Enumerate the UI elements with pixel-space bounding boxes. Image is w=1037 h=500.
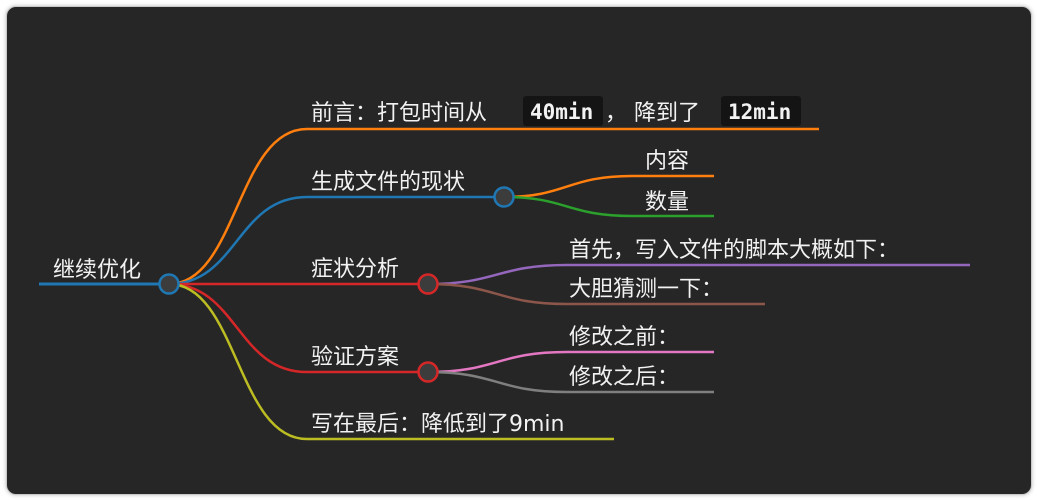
edge-root-final (168, 282, 308, 441)
code-12min: 12min (728, 100, 791, 124)
edge-verify-before (427, 350, 714, 374)
edge-analysis-guess (427, 282, 765, 306)
analysis-node-label[interactable]: 症状分析 (311, 257, 399, 282)
svg-text:前言：打包时间从: 前言：打包时间从 (311, 101, 487, 126)
code-chip-40min (523, 96, 603, 126)
code-40min: 40min (530, 100, 593, 124)
edge-root-intro (168, 127, 308, 286)
mindmap-svg: 继续优化 前言：打包时间从 40min ， 降到了 12min 生成文件的现状 … (39, 96, 970, 441)
code-chip-12min (721, 96, 801, 126)
mindmap-canvas: 继续优化 前言：打包时间从 40min ， 降到了 12min 生成文件的现状 … (6, 6, 1032, 495)
root-collapse-knob[interactable] (158, 273, 180, 295)
verify-node-label[interactable]: 验证方案 (311, 345, 399, 370)
guess-node-label[interactable]: 大胆猜测一下： (569, 277, 723, 302)
status-node-label[interactable]: 生成文件的现状 (311, 170, 465, 195)
before-node-label[interactable]: 修改之前： (569, 325, 679, 350)
edge-root-verify (168, 282, 308, 374)
svg-text:， 降到了: ， 降到了 (605, 101, 700, 126)
after-node-label[interactable]: 修改之后： (569, 365, 679, 390)
edge-status-quantity (503, 195, 714, 218)
content-node-label[interactable]: 内容 (645, 149, 689, 174)
edge-status-content (503, 174, 714, 199)
edge-root-status (168, 195, 308, 286)
analysis-collapse-knob[interactable] (417, 273, 439, 295)
quantity-node-label[interactable]: 数量 (645, 190, 689, 215)
edge-verify-after (427, 370, 714, 394)
root-node-label[interactable]: 继续优化 (53, 258, 141, 283)
final-node-label[interactable]: 写在最后：降低到了9min (311, 412, 564, 437)
script-node-label[interactable]: 首先，写入文件的脚本大概如下： (569, 238, 899, 263)
status-collapse-knob[interactable] (493, 186, 515, 208)
edge-analysis-script (427, 263, 970, 286)
intro-node-label[interactable]: 前言：打包时间从 40min ， 降到了 12min (311, 96, 801, 126)
verify-collapse-knob[interactable] (417, 361, 439, 383)
